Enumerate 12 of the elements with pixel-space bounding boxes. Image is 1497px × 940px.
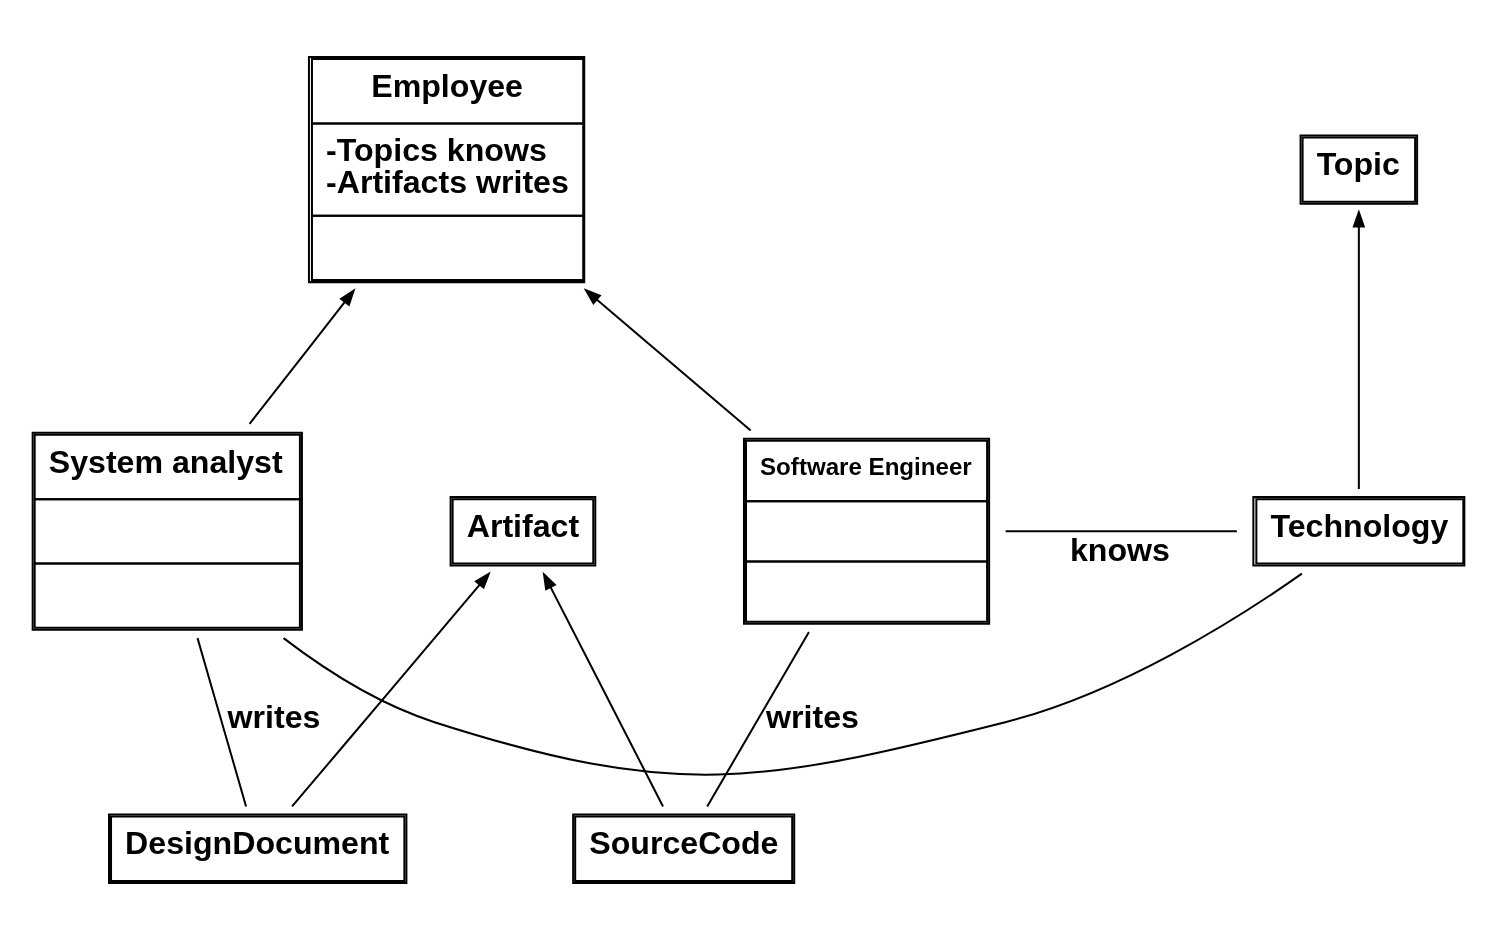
edge-label: writes <box>766 698 859 735</box>
connector <box>282 572 1303 776</box>
edge-label: writes <box>227 698 321 735</box>
arrow <box>291 571 491 807</box>
connector <box>1005 530 1237 533</box>
edge-label: knows <box>1070 532 1170 569</box>
connector <box>706 631 810 807</box>
arrow <box>583 288 752 432</box>
arrow <box>542 571 664 807</box>
arrow <box>1352 209 1366 489</box>
connector <box>196 637 248 807</box>
arrow <box>248 288 356 425</box>
